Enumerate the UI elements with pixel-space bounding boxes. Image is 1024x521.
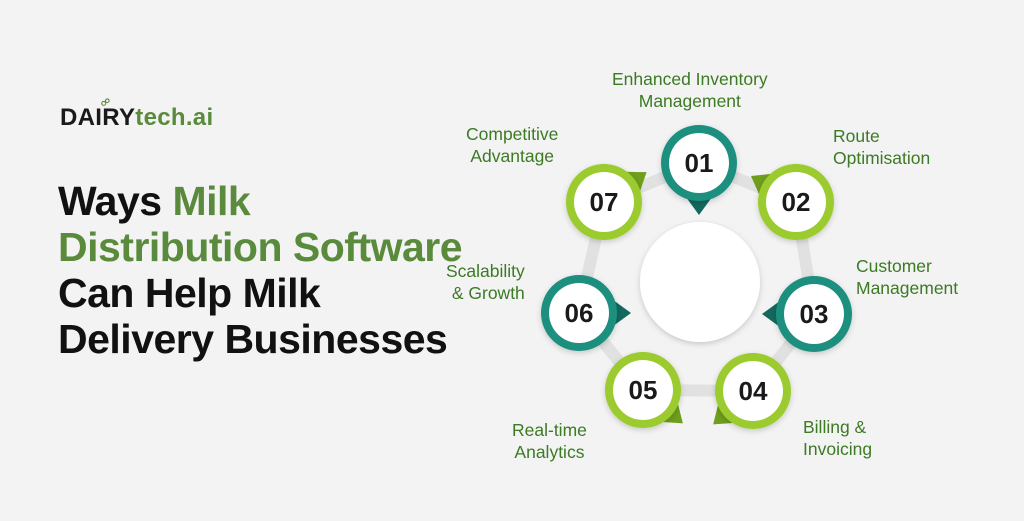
step-number-02: 02 <box>782 187 811 217</box>
brand-part2: tech.ai <box>135 104 214 131</box>
page-title: Ways Milk Distribution Software Can Help… <box>58 178 478 362</box>
step-badge-06: 06 <box>541 275 631 351</box>
badge-inner <box>613 360 673 420</box>
step-number-03: 03 <box>800 299 829 329</box>
badge-inner <box>784 284 844 344</box>
step-number-05: 05 <box>629 375 658 405</box>
step-badge-01: 01 <box>661 125 737 215</box>
logo-dots-icon <box>101 98 110 106</box>
badge-inner <box>766 172 826 232</box>
step-badge-03: 03 <box>762 276 852 352</box>
step-label-06: Scalability& Growth <box>446 261 525 303</box>
step-number-04: 04 <box>739 376 768 406</box>
badge-inner <box>669 133 729 193</box>
step-number-06: 06 <box>565 298 594 328</box>
badge-inner <box>549 283 609 343</box>
step-number-01: 01 <box>685 148 714 178</box>
badge-inner <box>574 172 634 232</box>
step-badge-04: 04 <box>713 353 791 429</box>
step-label-04: Billing &Invoicing <box>803 417 873 459</box>
brand-part1: DAIRY <box>60 104 136 131</box>
step-badge-05: 05 <box>605 352 683 428</box>
step-badge-02: 02 <box>750 164 834 240</box>
title-accent: Milk Distribution Software <box>58 178 463 270</box>
title-post: Can Help Milk Delivery Businesses <box>58 270 448 362</box>
title-pre: Ways <box>58 178 173 224</box>
step-number-07: 07 <box>590 187 619 217</box>
step-badge-07: 07 <box>566 164 647 240</box>
center-circle <box>640 222 760 342</box>
badge-inner <box>723 361 783 421</box>
